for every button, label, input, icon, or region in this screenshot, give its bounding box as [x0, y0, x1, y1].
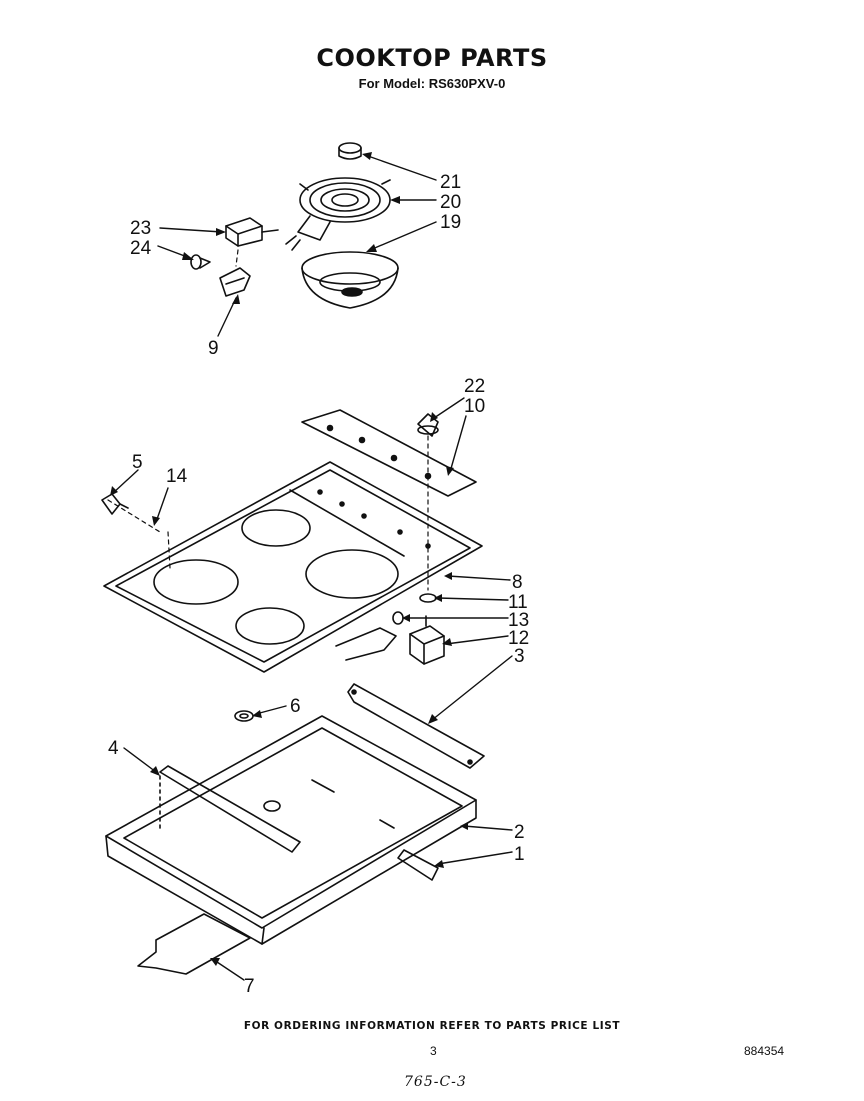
- part-13-nut: [392, 611, 404, 625]
- callout-20: 20: [440, 192, 461, 213]
- callout-8: 8: [512, 572, 523, 593]
- model-subtitle: For Model: RS630PXV-0: [358, 76, 506, 91]
- callout-14: 14: [166, 466, 188, 487]
- part-3-rear-bracket: [347, 683, 485, 769]
- callout-9: 9: [208, 338, 219, 359]
- part-4-brace: [159, 765, 301, 853]
- part-2-burner-box: [105, 715, 477, 945]
- part-6-grommet: [234, 710, 254, 722]
- callout-3: 3: [514, 646, 525, 667]
- callout-2: 2: [514, 822, 525, 843]
- part-23-receptacle: [225, 217, 279, 247]
- part-7-shield: [137, 913, 251, 975]
- callout-21: 21: [440, 172, 461, 193]
- callout-6: 6: [290, 696, 301, 717]
- part-10-panel-strip: [301, 409, 477, 497]
- ordering-note: FOR ORDERING INFORMATION REFER TO PARTS …: [243, 1020, 621, 1032]
- handwritten-note: 765-C-3: [404, 1074, 467, 1090]
- part-22-knob: [417, 413, 439, 437]
- part-1-front-bracket: [397, 849, 439, 881]
- part-5-screw: [101, 493, 129, 515]
- callout-7: 7: [244, 976, 255, 997]
- callout-19: 19: [440, 212, 461, 233]
- part-21-cap: [338, 142, 362, 160]
- callout-10: 10: [464, 396, 485, 417]
- part-11-washer: [419, 593, 437, 603]
- document-number: 884354: [744, 1044, 785, 1058]
- callout-11: 11: [508, 592, 528, 613]
- callout-1: 1: [514, 844, 525, 865]
- part-19-drip-pan: [301, 251, 399, 309]
- part-12-switch: [335, 615, 445, 665]
- callout-24: 24: [130, 238, 152, 259]
- part-8-cooktop: [103, 461, 483, 673]
- callout-4: 4: [108, 738, 119, 759]
- part-20-surface-element: [285, 177, 391, 251]
- part-24-screw: [190, 254, 211, 270]
- part-9-clip: [219, 267, 251, 297]
- page-number: 3: [430, 1044, 437, 1058]
- callout-13: 13: [508, 610, 529, 631]
- callout-12: 12: [508, 628, 529, 649]
- callout-23: 23: [130, 218, 151, 239]
- page-title: COOKTOP PARTS: [316, 44, 548, 72]
- callout-5: 5: [132, 452, 143, 473]
- callout-22: 22: [464, 376, 485, 397]
